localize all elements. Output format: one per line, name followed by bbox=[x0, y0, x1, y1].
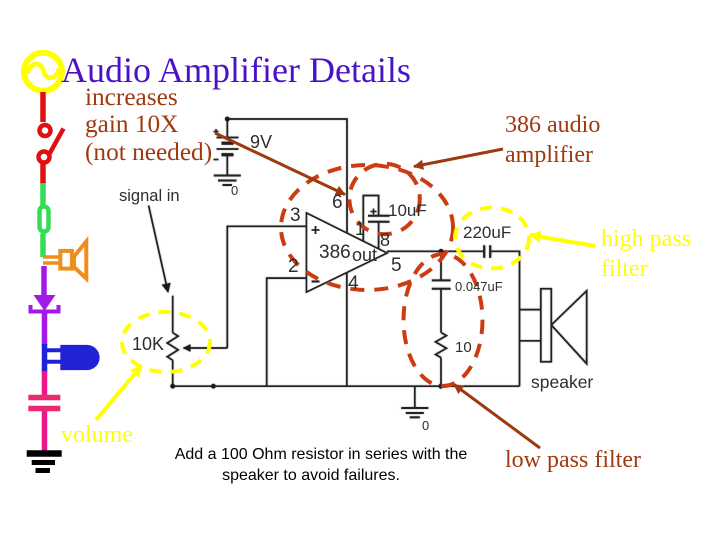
ic-label: 386 bbox=[319, 242, 351, 263]
gain-cap-plus bbox=[370, 208, 377, 215]
lowpass-ellipse bbox=[401, 252, 485, 388]
pin2-label: 2 bbox=[288, 256, 299, 277]
caption-note-line2: speaker to avoid failures. bbox=[222, 467, 400, 484]
opamp-plus bbox=[311, 226, 320, 234]
led-icon bbox=[60, 344, 100, 371]
amp-label-arrow bbox=[412, 147, 504, 170]
diode-icon bbox=[33, 295, 56, 311]
resistor-icon bbox=[37, 204, 51, 234]
filter-res-label: 10 bbox=[455, 339, 472, 356]
caption-note-line1: Add a 100 Ohm resistor in series with th… bbox=[174, 446, 468, 463]
gain-note-arrow bbox=[214, 131, 346, 196]
switch-contact-top bbox=[37, 122, 53, 139]
signal-in-label: signal in bbox=[119, 187, 180, 205]
highpass-label: high pass filter bbox=[601, 224, 691, 284]
ground-icon-art bbox=[26, 450, 62, 473]
amp-label: 386 audio amplifier bbox=[505, 110, 600, 170]
pot-zigzag bbox=[165, 331, 180, 361]
gain-cap-ellipse bbox=[347, 161, 422, 237]
highpass-arrow bbox=[528, 230, 596, 248]
power-rail bbox=[227, 118, 348, 233]
slide-title: Audio Amplifier Details bbox=[61, 50, 411, 91]
ground-icon bbox=[401, 407, 429, 419]
pin8-label: 8 bbox=[380, 230, 391, 250]
volume-ellipse bbox=[120, 310, 212, 374]
ground-label: 0 bbox=[422, 418, 430, 433]
pin3-label: 3 bbox=[290, 205, 301, 226]
gain-note-line2: gain 10X bbox=[85, 110, 179, 139]
junction-dot bbox=[211, 383, 216, 389]
gain-note-line3: (not needed) bbox=[85, 137, 213, 166]
gain-note-line1: increases bbox=[85, 83, 178, 111]
junction-dot bbox=[224, 116, 230, 122]
caption-note: Add a 100 Ohm resistor in series with th… bbox=[121, 444, 521, 486]
gain-cap-label: 10uF bbox=[388, 201, 427, 220]
out-label: out bbox=[352, 245, 378, 265]
pin1-label: 1 bbox=[355, 219, 366, 239]
speaker-horn bbox=[550, 288, 588, 366]
sine-wave-icon bbox=[25, 61, 62, 81]
speaker-driver-icon bbox=[58, 248, 74, 271]
gain-cap-bracket bbox=[362, 194, 380, 242]
battery-label: 9V bbox=[250, 132, 273, 152]
opamp-triangle bbox=[305, 211, 389, 294]
pin3-wire bbox=[226, 225, 307, 348]
amp-ellipse bbox=[279, 163, 455, 292]
volume-label: volume bbox=[61, 421, 133, 448]
battery-ground-label: 0 bbox=[231, 183, 239, 198]
lowpass-arrow bbox=[453, 383, 541, 450]
decorative-circuit-strip bbox=[21, 49, 100, 473]
amp-label-line2: amplifier bbox=[505, 142, 593, 168]
speaker-driver bbox=[539, 287, 553, 363]
output-cap-label: 220uF bbox=[463, 223, 512, 242]
speaker-label: speaker bbox=[531, 372, 594, 392]
speaker-horn-icon bbox=[72, 235, 89, 284]
annotation-arrows bbox=[94, 131, 596, 450]
pin2-wire bbox=[265, 277, 307, 387]
pot-label: 10K bbox=[132, 334, 165, 354]
volume-arrow bbox=[94, 364, 144, 422]
junction-dot bbox=[170, 383, 176, 389]
highpass-label-line1: high pass bbox=[601, 225, 691, 252]
battery-ground-icon bbox=[213, 174, 241, 186]
amp-label-line1: 386 audio bbox=[505, 112, 601, 138]
pin6-label: 6 bbox=[332, 192, 343, 213]
signal-in-arrow bbox=[147, 205, 171, 293]
switch-contact-bottom bbox=[36, 149, 52, 165]
speaker-wire bbox=[490, 250, 521, 387]
highpass-label-line2: filter bbox=[601, 255, 648, 282]
pin4-label: 4 bbox=[348, 273, 359, 294]
pin5-label: 5 bbox=[391, 255, 402, 276]
lowpass-label: low pass filter bbox=[505, 447, 641, 474]
filter-resistor-zigzag bbox=[433, 331, 449, 359]
filter-cap-label: 0.047uF bbox=[455, 279, 503, 294]
